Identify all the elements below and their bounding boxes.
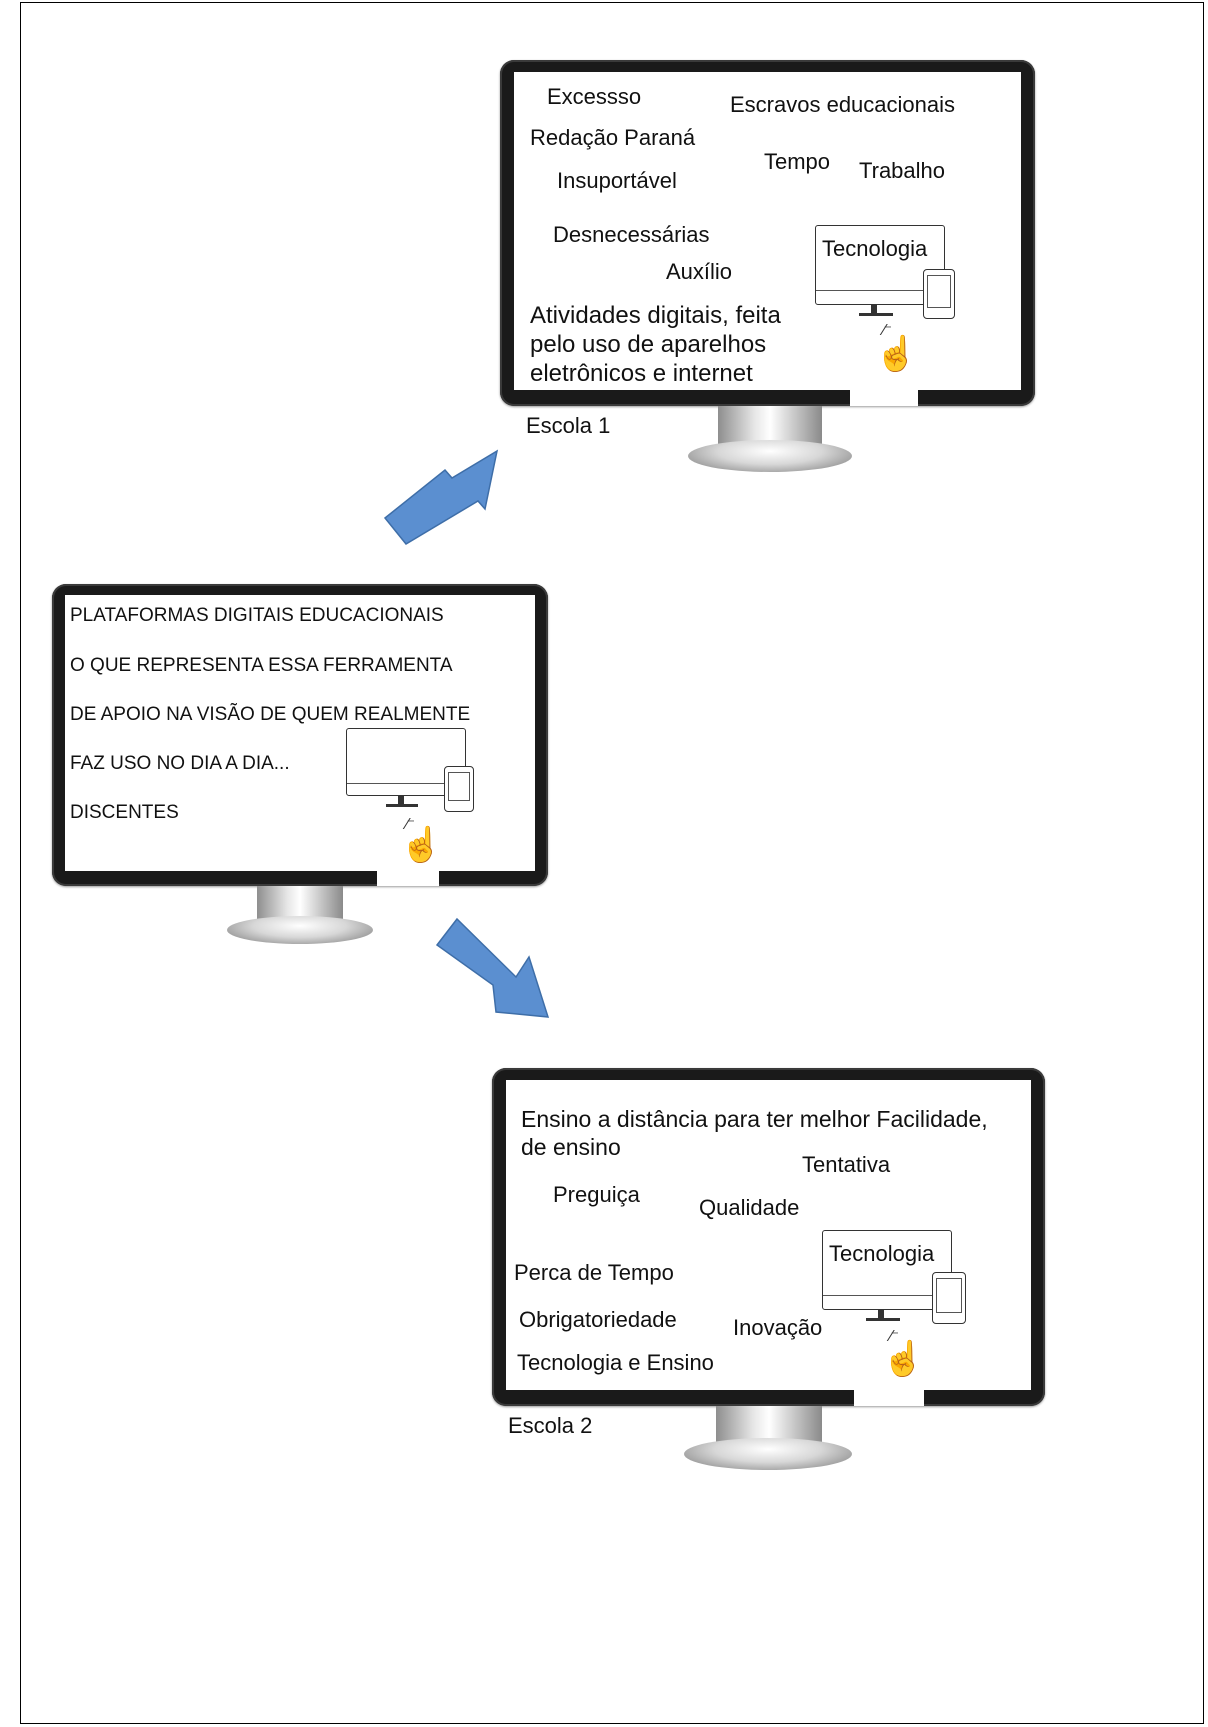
monitor-foot (688, 440, 852, 472)
monitor-base (866, 1318, 900, 1321)
paragraph-line-1: Ensino a distância para ter melhor Facil… (521, 1106, 988, 1132)
center-line-5: DISCENTES (70, 802, 179, 823)
word-escravos-educacionais: Escravos educacionais (730, 92, 956, 117)
figure-frame (20, 2, 1204, 1724)
device-label: Tecnologia (829, 1241, 935, 1266)
monitor-escola-1 (500, 60, 1035, 480)
monitor-chin-notch (854, 1390, 924, 1406)
click-mark: ⁄⁻ (890, 1328, 899, 1345)
word-qualidade: Qualidade (699, 1195, 800, 1220)
word-excessso: Excessso (547, 84, 642, 109)
monitor-base (386, 804, 418, 807)
paragraph-line-2: pelo uso de aparelhos (530, 331, 767, 358)
click-mark: ⁄⁻ (883, 322, 892, 339)
monitor-base (859, 313, 893, 316)
pointing-hand-icon: ☝ (882, 1340, 925, 1378)
pointing-hand-icon: ☝ (400, 826, 443, 864)
center-line-1: PLATAFORMAS DIGITAIS EDUCACIONAIS (70, 605, 444, 626)
tablet-screen (927, 275, 951, 308)
desktop-monitor-icon: Tecnologia (822, 1230, 952, 1310)
tablet-icon (932, 1272, 966, 1324)
word-tecnologia-e-ensino: Tecnologia e Ensino (517, 1350, 714, 1375)
monitor-screen-line (823, 1295, 951, 1296)
word-redacao-parana: Redação Paraná (530, 125, 696, 150)
word-perca-de-tempo: Perca de Tempo (514, 1260, 674, 1285)
monitor-center (52, 584, 548, 944)
tablet-icon (444, 766, 474, 812)
tablet-icon (923, 269, 955, 319)
center-line-4: FAZ USO NO DIA A DIA... (70, 753, 290, 774)
word-trabalho: Trabalho (859, 158, 946, 183)
word-inovacao: Inovação (733, 1315, 823, 1340)
word-auxilio: Auxílio (666, 259, 733, 284)
monitor-stand (878, 1310, 884, 1318)
monitor-escola-2 (492, 1068, 1045, 1478)
paragraph-line-2: de ensino (521, 1134, 621, 1160)
click-mark: ⁄⁻ (406, 816, 415, 833)
monitor-screen-line (347, 783, 465, 784)
caption-escola-1: Escola 1 (526, 413, 611, 438)
monitor-chin-notch (377, 871, 439, 886)
monitor-stand (871, 305, 877, 313)
monitor-stand (398, 796, 404, 804)
device-illustration-center: ⁄⁻ ☝ (346, 728, 481, 873)
word-tempo: Tempo (764, 149, 831, 174)
pointing-hand-icon: ☝ (875, 335, 918, 373)
word-desnecessarias: Desnecessárias (553, 222, 710, 247)
device-label: Tecnologia (822, 236, 928, 261)
paragraph-line-1: Atividades digitais, feita (530, 302, 781, 329)
monitor-foot (684, 1438, 852, 1470)
word-obrigatoriedade: Obrigatoriedade (519, 1307, 677, 1332)
device-illustration-escola-1: Tecnologia ⁄⁻ ☝ (815, 225, 960, 385)
device-illustration-escola-2: Tecnologia ⁄⁻ ☝ (822, 1230, 972, 1390)
center-line-3: DE APOIO NA VISÃO DE QUEM REALMENTE (70, 704, 471, 725)
tablet-screen (448, 772, 470, 801)
paragraph-line-3: eletrônicos e internet (530, 360, 753, 387)
center-line-2: O QUE REPRESENTA ESSA FERRAMENTA (70, 655, 453, 676)
tablet-screen (936, 1278, 962, 1313)
caption-escola-2: Escola 2 (508, 1413, 593, 1438)
monitor-foot (227, 916, 373, 944)
monitor-chin-notch (850, 390, 918, 406)
word-insuportavel: Insuportável (557, 168, 677, 193)
word-tentativa: Tentativa (802, 1152, 891, 1177)
word-preguica: Preguiça (553, 1182, 640, 1207)
monitor-screen-line (816, 290, 944, 291)
